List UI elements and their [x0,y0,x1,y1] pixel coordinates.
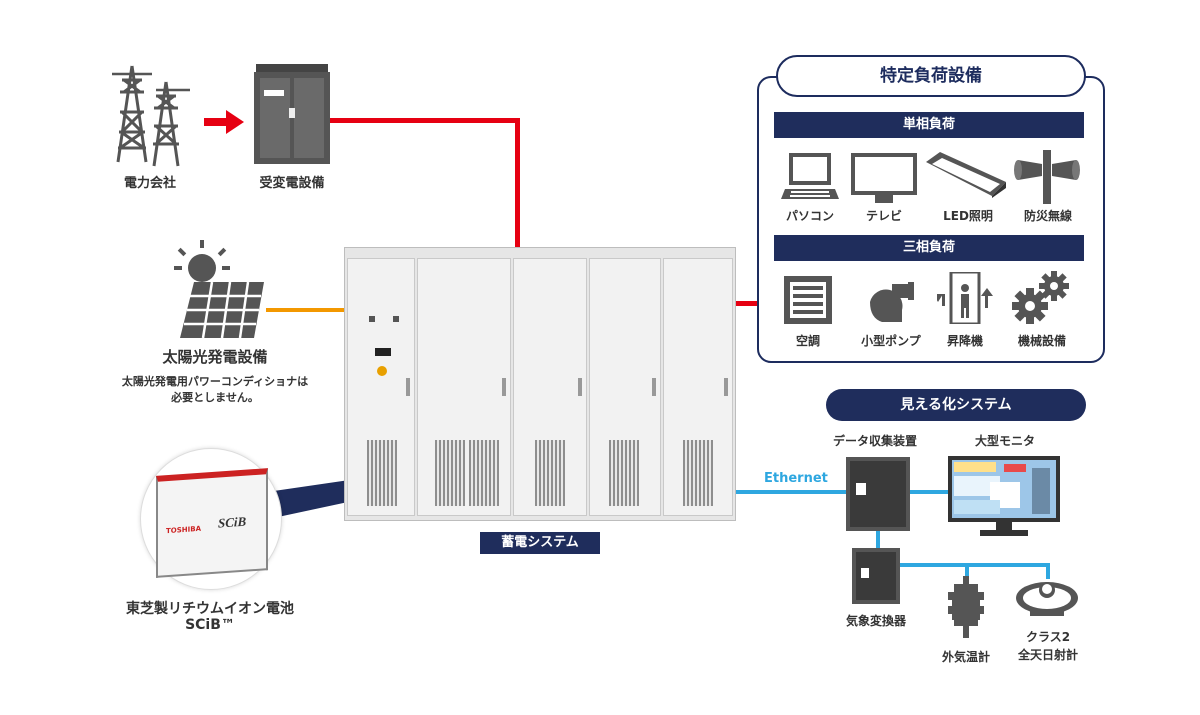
cabinet-display [375,348,391,356]
cabinet-handle-2 [502,378,506,396]
solar-note-line2: 必要としません。 [171,391,259,404]
pump-icon [870,282,914,322]
monitor-wire [910,490,950,494]
single-phase-item-3: LED照明 [943,209,993,223]
substation-label: 受変電設備 [259,176,325,191]
grid-wire-horizontal [330,118,520,123]
data-collector-icon [846,457,910,531]
cabinet-vent-3 [469,440,499,506]
ethernet-label: Ethernet [764,471,828,486]
single-phase-title: 単相負荷 [774,112,1084,138]
cabinet-emergency-button [377,366,387,376]
utility-label: 電力会社 [123,176,176,191]
elevator-icon [937,272,993,324]
single-phase-item-4: 防災無線 [1023,209,1072,223]
single-phase-item-1: パソコン [785,209,834,223]
converter-wire [876,530,880,550]
battery-label-line1: 東芝製リチウムイオン電池 [126,601,294,617]
pyranometer-icon [1016,582,1078,616]
three-phase-item-1: 空調 [795,334,820,348]
three-phase-title: 三相負荷 [774,235,1084,261]
ethernet-wire [733,490,846,494]
battery-brand: TOSHIBA [166,524,201,536]
pc-icon [781,153,839,199]
pyranometer-label-line2: 全天日射計 [1017,648,1078,662]
machinery-icon [1012,271,1069,324]
solar-wire [266,308,348,312]
pyranometer-wire [1046,563,1050,579]
thermometer-label: 外気温計 [941,650,990,664]
grid-wire-vertical [515,118,520,254]
cabinet-handle-5 [724,378,728,396]
three-phase-item-2: 小型ポンプ [861,334,921,348]
disaster-radio-icon [1014,150,1080,204]
air-conditioner-icon [784,276,832,324]
cabinet-switch-a [369,316,375,322]
storage-cabinet [344,247,736,521]
data-collector-label: データ収集装置 [832,434,917,448]
large-monitor-label: 大型モニタ [974,434,1035,448]
load-wire [733,301,757,306]
solar-panel-icon [174,240,264,339]
single-phase-item-2: テレビ [865,209,902,223]
transmission-tower-icon [112,65,190,167]
cabinet-handle-3 [578,378,582,396]
led-light-icon [926,152,1006,198]
cabinet-vent-1 [367,440,397,506]
substation-icon [254,64,330,164]
cabinet-vent-6 [683,440,713,506]
pyranometer-label-line1: クラス2 [1025,630,1071,644]
battery-module: TOSHIBA SCiB [156,468,268,578]
three-phase-item-4: 機械設備 [1017,334,1066,348]
tv-icon [851,153,917,203]
battery-logo: SCiB [218,513,247,531]
storage-system-label: 蓄電システム [480,532,600,554]
sensor-wire-horizontal [900,563,1050,567]
cabinet-vent-4 [535,440,565,506]
cabinet-handle-1 [406,378,410,396]
solar-label: 太陽光発電設備 [162,348,268,366]
cabinet-vent-5 [609,440,639,506]
thermometer-wire [965,563,969,579]
large-monitor-icon [948,456,1060,536]
thermometer-icon [948,576,984,638]
visualization-title: 見える化システム [826,389,1086,421]
battery-label-line2: SCiB™ [185,617,235,633]
weather-converter-icon [852,548,900,604]
cabinet-handle-4 [652,378,656,396]
three-phase-item-3: 昇降機 [946,334,983,348]
arrow-right-icon [204,110,244,134]
cabinet-switch-b [393,316,399,322]
solar-note-line1: 太陽光発電用パワーコンディショナは [121,375,309,388]
cabinet-vent-2 [435,440,465,506]
load-equipment-title: 特定負荷設備 [776,55,1086,97]
weather-converter-label: 気象変換器 [845,614,906,628]
